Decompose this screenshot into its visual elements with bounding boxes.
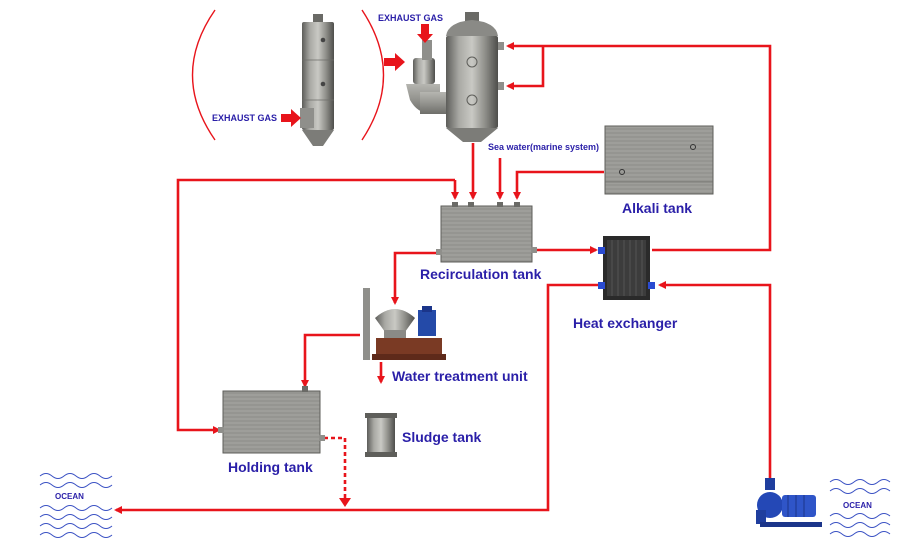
alkali-tank-label: Alkali tank [622, 200, 692, 216]
water-treatment-unit [363, 288, 446, 360]
scrubber-tower-with-inlet-icon [406, 12, 504, 142]
holding-tank [218, 386, 325, 454]
ocean-label-left: OCEAN [55, 492, 84, 501]
ocean-left: OCEAN [39, 473, 113, 538]
exhaust-gas-label-left: EXHAUST GAS [212, 113, 277, 123]
recirculation-tank-label: Recirculation tank [420, 266, 542, 282]
pipe-hx-to-scrubber [506, 42, 772, 252]
exhaust-arrow-top [417, 24, 433, 43]
sludge-tank [365, 413, 397, 457]
sea-water-pump-icon [756, 478, 822, 527]
sludge-tank-label: Sludge tank [402, 429, 482, 445]
holding-tank-label: Holding tank [228, 459, 313, 475]
pipe-alkali-to-recirc [513, 170, 604, 200]
heat-exchanger-label: Heat exchanger [573, 315, 678, 331]
pipe-hx-to-ocean [114, 283, 604, 514]
pipe-pump-to-hx [658, 281, 772, 478]
ocean-right: OCEAN [829, 479, 891, 537]
recirculation-tank [436, 202, 537, 263]
pipe-dashed-arrowhead [339, 498, 351, 507]
exhaust-gas-label-top: EXHAUST GAS [378, 13, 443, 23]
pipe-scrubber-branch [506, 46, 545, 90]
pipe-holding-loop [176, 178, 455, 434]
bracket-left [191, 9, 216, 141]
bracket-right [361, 9, 385, 141]
water-treatment-unit-label: Water treatment unit [392, 368, 528, 384]
pipe-network [114, 42, 772, 514]
scrubber-tower-icon [300, 14, 334, 146]
exhaust-arrow-mid [384, 53, 405, 71]
ocean-label-right: OCEAN [843, 501, 872, 510]
pipe-recirc-to-wtu [391, 251, 436, 305]
exhaust-arrow-left [281, 109, 301, 127]
sea-water-label: Sea water(marine system) [488, 142, 599, 152]
scrubber-left [191, 9, 385, 146]
plate-heat-exchanger-icon [598, 236, 655, 300]
alkali-tank [604, 125, 714, 195]
pipe-wtu-to-holding [301, 333, 360, 388]
pipe-holding-to-ocean-dashed [324, 436, 347, 500]
